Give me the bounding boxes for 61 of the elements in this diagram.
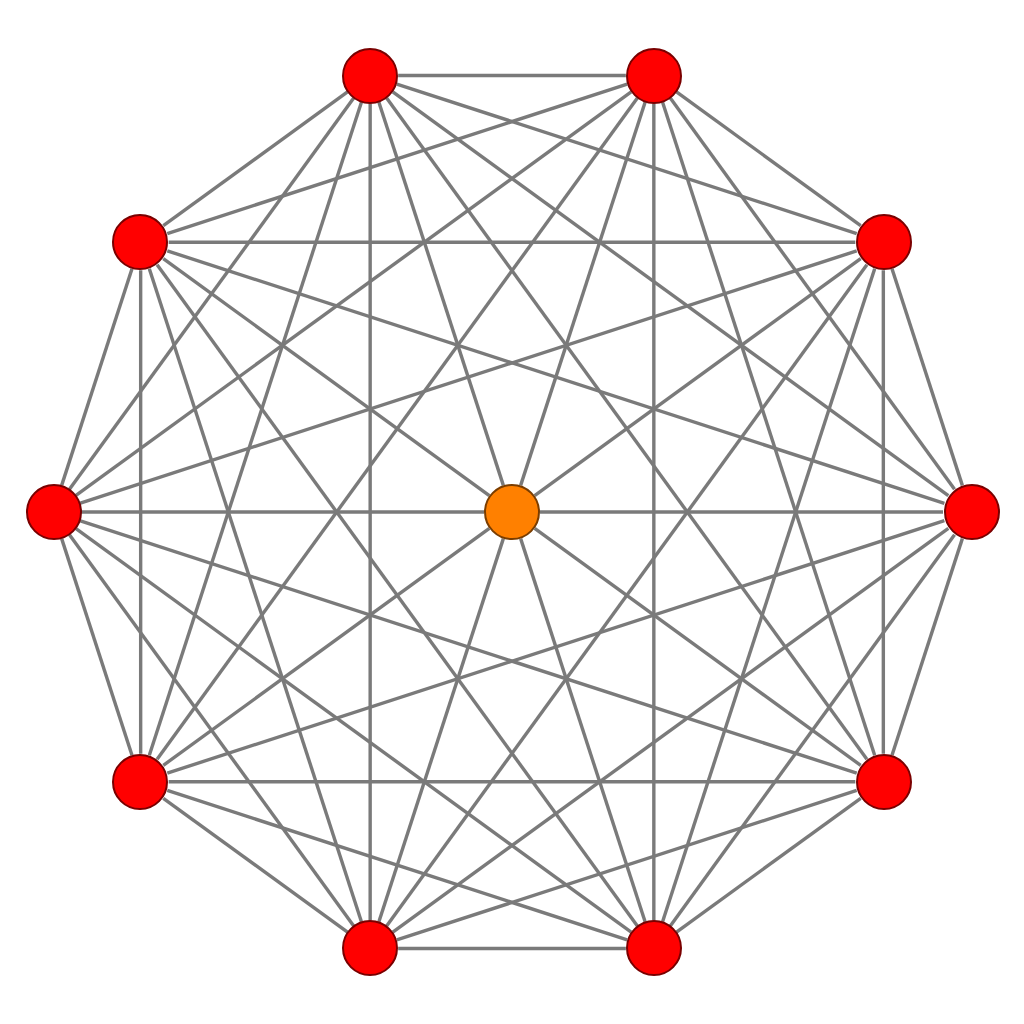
edge-line [162, 90, 349, 228]
edge-line [652, 103, 656, 921]
edge-line [74, 527, 633, 934]
edge-line [660, 268, 877, 923]
edge-line [668, 97, 956, 491]
vertex-circle [342, 920, 399, 977]
edge-line [162, 796, 349, 934]
vertex-circle [855, 214, 912, 271]
edge-line [68, 533, 356, 927]
edge-line [60, 538, 134, 756]
edge-line [168, 780, 856, 784]
edge-line [147, 101, 364, 756]
edge-line [166, 788, 628, 942]
edge-line [396, 788, 858, 942]
edge-line [540, 510, 943, 514]
edge-line [168, 240, 856, 244]
edge-line [155, 97, 639, 761]
vertex-circle [855, 753, 912, 810]
edge-line [398, 73, 626, 78]
edge-line [396, 82, 858, 236]
edge-line [166, 519, 945, 775]
edge-line [74, 90, 633, 497]
edge-line [79, 519, 858, 775]
edge-line [138, 270, 143, 754]
edge-line [668, 533, 956, 927]
edge-line [890, 538, 964, 756]
edge-line [385, 263, 869, 927]
edge-line [166, 249, 945, 505]
vertex-circle [625, 920, 682, 977]
edge-line [60, 268, 134, 486]
edge-line [377, 538, 505, 923]
edge-line [881, 270, 886, 754]
vertex-circle [625, 47, 682, 104]
vertex-circle [112, 753, 169, 810]
vertex-circle [112, 214, 169, 271]
edge-line [377, 101, 505, 486]
vertex-circle [943, 484, 999, 540]
vertex-circle [484, 484, 540, 540]
edge-line [660, 101, 877, 756]
edge-line [519, 101, 647, 486]
edge-line [162, 527, 491, 767]
edge-line [519, 538, 647, 923]
edge-line [68, 97, 356, 491]
edge-line [391, 527, 950, 934]
edge-line [398, 946, 626, 951]
vertex-circle [25, 484, 81, 540]
edge-line [533, 257, 862, 497]
edge-line [391, 90, 950, 497]
edge-line [385, 97, 869, 761]
edge-line [81, 510, 484, 514]
edge-line [147, 268, 364, 923]
edge-line [166, 82, 628, 236]
edge-line [79, 249, 858, 505]
edge-line [890, 268, 964, 486]
edge-line [675, 796, 862, 934]
edge-line [675, 90, 862, 228]
edge-line [162, 257, 491, 497]
edge-line [155, 263, 639, 927]
edge-line [533, 527, 862, 767]
vertex-circle [342, 47, 399, 104]
edge-line [368, 103, 372, 921]
